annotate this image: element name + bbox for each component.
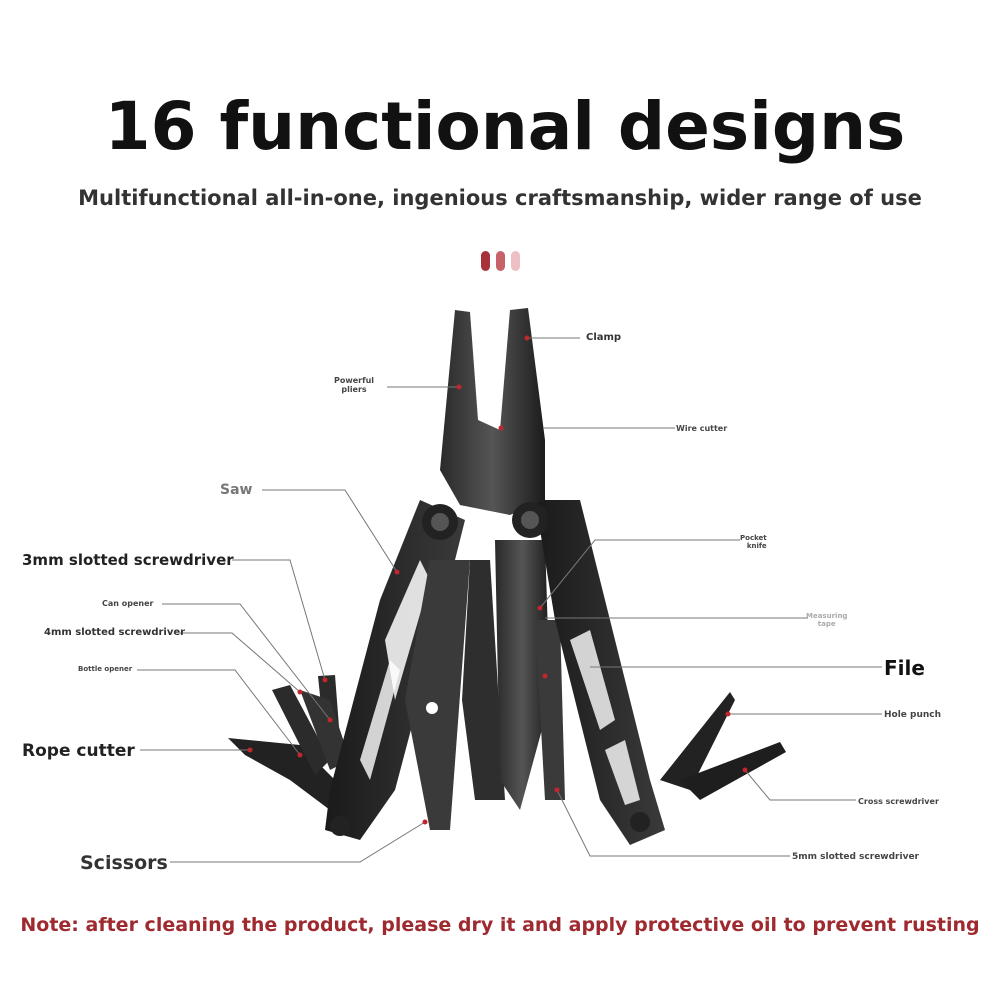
leader-lines <box>137 337 882 863</box>
label-3mm-screwdriver: 3mm slotted screwdriver <box>22 551 234 569</box>
label-can-opener: Can opener <box>102 599 154 608</box>
label-pliers-line2: pliers <box>341 385 367 394</box>
label-knife-line2: knife <box>746 542 767 550</box>
label-cross-screwdriver: Cross screwdriver <box>858 797 939 806</box>
pager-dot-2 <box>496 251 505 271</box>
hole-punch-tool <box>660 692 735 790</box>
bottle-opener-tool <box>272 685 330 775</box>
label-pliers-line1: Powerful <box>334 376 375 385</box>
pager-dot-3 <box>511 251 520 271</box>
label-tape-line1: Measuring <box>806 612 848 620</box>
marker-dots <box>247 335 748 825</box>
cross-screwdriver-tool <box>680 742 786 800</box>
label-rope-cutter: Rope cutter <box>22 741 135 761</box>
saw-blade <box>462 560 505 800</box>
can-opener-tool <box>300 690 350 770</box>
label-scissors: Scissors <box>80 852 168 874</box>
care-note: Note: after cleaning the product, please… <box>20 914 980 936</box>
subtitle: Multifunctional all-in-one, ingenious cr… <box>78 186 922 210</box>
label-5mm-screwdriver: 5mm slotted screwdriver <box>792 852 919 862</box>
label-file: File <box>884 656 925 680</box>
label-hole-punch: Hole punch <box>884 710 942 720</box>
label-knife-line1: Pocket <box>740 534 767 542</box>
label-4mm-screwdriver: 4mm slotted screwdriver <box>44 627 186 638</box>
measuring-tape-tool <box>535 620 565 800</box>
label-tape-line2: tape <box>817 620 836 628</box>
rope-cutter-tool <box>228 738 345 810</box>
label-wire-cutter: Wire cutter <box>676 424 728 433</box>
scissors-tool <box>405 560 470 830</box>
label-saw: Saw <box>220 482 253 498</box>
pliers-head <box>440 308 545 515</box>
label-bottle-opener: Bottle opener <box>78 665 133 673</box>
label-clamp: Clamp <box>586 332 622 343</box>
pager-dot-1 <box>481 251 490 271</box>
knife-blade <box>495 540 550 810</box>
page-title: 16 functional designs <box>104 88 906 165</box>
